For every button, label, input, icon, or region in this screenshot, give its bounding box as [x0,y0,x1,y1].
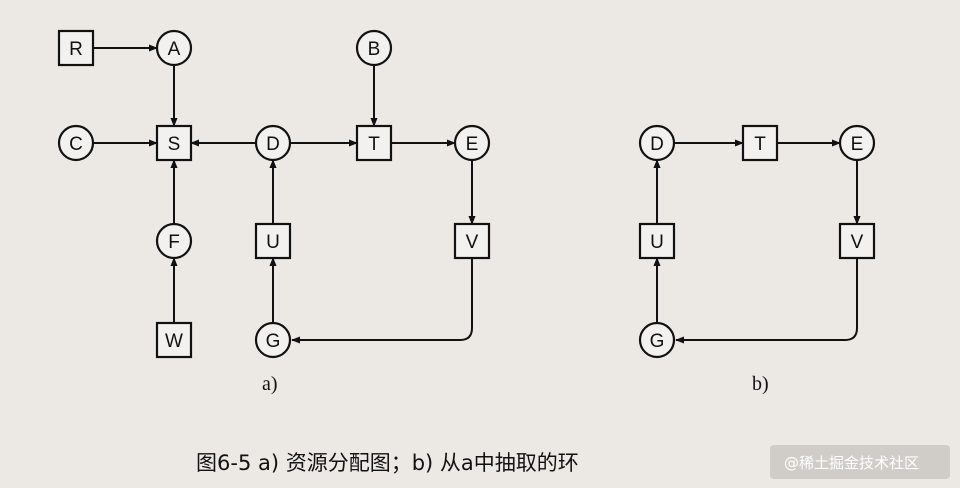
b-resource-square-v [838,222,876,260]
watermark-background [770,445,950,479]
part-b-edges [653,139,861,344]
watermark: @稀土掘金技术社区 [784,454,919,472]
a-resource-square-u [254,222,292,260]
part-a-nodes: R A B C S D T E F U V W G [57,29,491,359]
a-node-label-g: G [266,331,281,352]
b-resource-square-t [741,124,779,162]
a-edge-v-to-g [291,258,473,344]
b-node-v: V [838,222,876,260]
a-node-s: S [155,124,193,162]
b-node-g: G [638,321,676,359]
a-resource-square-s [155,124,193,162]
a-resource-square-t [355,124,393,162]
part-b-nodes: D T E U V G [638,124,876,359]
a-node-u: U [254,222,292,260]
a-node-label-s: S [168,134,181,155]
b-node-label-v: V [851,232,864,253]
part-b-label: b) [752,373,769,395]
a-node-label-a: A [168,39,181,60]
a-node-t: T [355,124,393,162]
b-node-t: T [741,124,779,162]
a-node-label-t: T [368,134,380,155]
a-process-circle-f [155,222,193,260]
a-node-e: E [453,124,491,162]
b-resource-square-u [638,222,676,260]
a-process-circle-e [453,124,491,162]
a-node-b: B [355,29,393,67]
a-node-c: C [57,124,95,162]
part-a-edges [93,44,476,344]
part-a-label: a) [262,373,278,395]
b-process-circle-e [838,124,876,162]
b-node-label-e: E [851,134,864,155]
b-edge-v-to-g [675,258,858,344]
a-node-label-v: V [466,232,479,253]
a-node-g: G [254,321,292,359]
b-node-label-t: T [754,134,766,155]
a-process-circle-g [254,321,292,359]
a-node-label-b: B [368,39,381,60]
a-node-label-d: D [266,134,280,155]
a-node-d: D [254,124,292,162]
b-node-label-d: D [650,134,664,155]
b-node-d: D [638,124,676,162]
a-process-circle-c [57,124,95,162]
b-process-circle-g [638,321,676,359]
a-node-label-f: F [168,232,180,253]
b-node-e: E [838,124,876,162]
a-process-circle-b [355,29,393,67]
a-node-label-w: W [165,331,183,352]
a-node-label-r: R [69,39,83,60]
a-resource-square-v [453,222,491,260]
a-node-label-u: U [266,232,280,253]
a-node-w: W [155,321,193,359]
a-node-a: A [155,29,193,67]
a-node-label-e: E [466,134,479,155]
b-node-label-u: U [650,232,664,253]
a-process-circle-d [254,124,292,162]
b-node-u: U [638,222,676,260]
figure-caption: 图6-5 a) 资源分配图；b) 从a中抽取的环 [196,451,579,475]
a-process-circle-a [155,29,193,67]
a-resource-square-w [155,321,193,359]
b-node-label-g: G [650,331,665,352]
a-resource-square-r [57,29,95,67]
b-process-circle-d [638,124,676,162]
a-node-v: V [453,222,491,260]
a-node-label-c: C [69,134,83,155]
a-node-r: R [57,29,95,67]
a-node-f: F [155,222,193,260]
